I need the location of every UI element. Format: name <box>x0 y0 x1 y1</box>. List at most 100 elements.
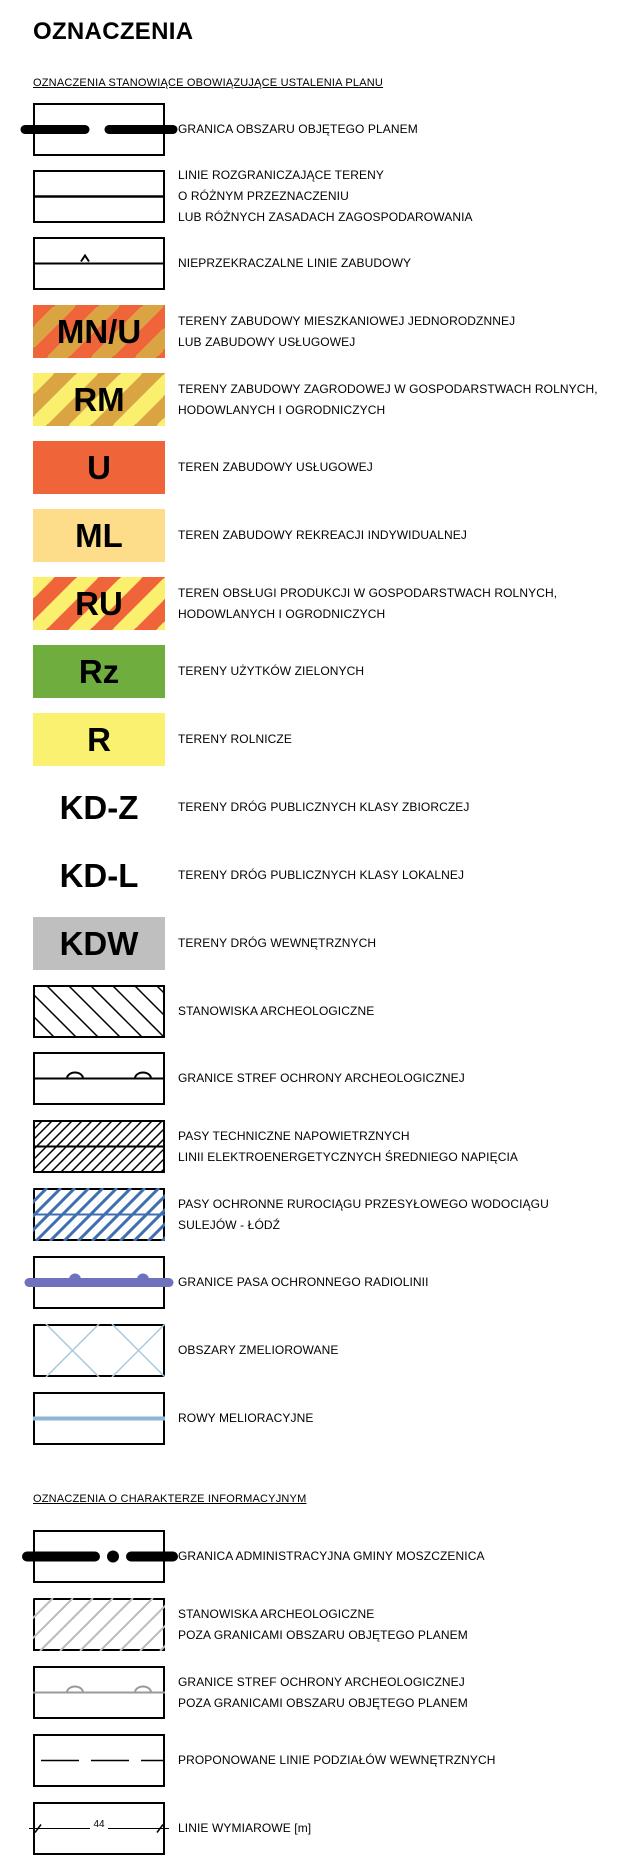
description-line: TEREN ZABUDOWY REKREACJI INDYWIDUALNEJ <box>178 528 467 542</box>
land-use-code: RM <box>73 380 125 418</box>
internal-division-dashed-line-icon <box>33 1759 165 1762</box>
land-use-swatch: RM <box>33 373 165 426</box>
reclaimed-area-crosshatch-icon <box>33 1324 165 1377</box>
legend-description: TEREN ZABUDOWY REKREACJI INDYWIDUALNEJ <box>178 525 467 546</box>
land-use-code: KDW <box>59 924 139 962</box>
description-line: GRANICE STREF OCHRONY ARCHEOLOGICZNEJ <box>178 1675 465 1689</box>
description-line: TERENY DRÓG WEWNĘTRZNYCH <box>178 936 377 950</box>
land-use-swatch: RU <box>33 577 165 630</box>
land-use-swatch: Rz <box>33 645 165 698</box>
boundary-line-icon <box>20 125 178 134</box>
legend-description: TERENY DRÓG PUBLICZNYCH KLASY ZBIORCZEJ <box>178 797 470 818</box>
description-line: PROPONOWANE LINIE PODZIAŁÓW WEWNĘTRZNYCH <box>178 1753 496 1767</box>
section-heading-binding: OZNACZENIA STANOWIĄCE OBOWIĄZUJĄCE USTAL… <box>33 77 384 89</box>
line-symbol-swatch <box>33 237 165 290</box>
description-line: GRANICE STREF OCHRONY ARCHEOLOGICZNEJ <box>178 1071 465 1085</box>
land-use-swatch: U <box>33 441 165 494</box>
legend-description: TERENY UŻYTKÓW ZIELONYCH <box>178 661 364 682</box>
legend-description: GRANICE STREF OCHRONY ARCHEOLOGICZNEJ POZ… <box>178 1672 468 1714</box>
legend-description: TERENY ZABUDOWY ZAGRODOWEJ W GOSPODARSTW… <box>178 379 598 421</box>
description-line: O RÓŻNYM PRZEZNACZENIU <box>178 189 349 203</box>
legend-description: GRANICE STREF OCHRONY ARCHEOLOGICZNEJ <box>178 1068 465 1089</box>
legend-description: LINIE ROZGRANICZAJĄCE TERENY O RÓŻNYM PRZ… <box>178 165 473 228</box>
description-line: STANOWISKA ARCHEOLOGICZNE <box>178 1607 375 1621</box>
description-line: PASY TECHNICZNE NAPOWIETRZNYCH <box>178 1129 410 1143</box>
land-use-code: Rz <box>78 652 120 690</box>
legend-description: GRANICA OBSZARU OBJĘTEGO PLANEM <box>178 119 418 140</box>
land-use-code: R <box>87 720 111 758</box>
section-heading-informational: OZNACZENIA O CHARAKTERZE INFORMACYJNYM <box>33 1493 307 1505</box>
description-line: TERENY DRÓG PUBLICZNYCH KLASY LOKALNEJ <box>178 868 465 882</box>
description-line: GRANICA ADMINISTRACYJNA GMINY MOSZCZENIC… <box>178 1549 485 1563</box>
dimension-value: 44 <box>35 1819 163 1830</box>
line-symbol-swatch <box>33 1120 165 1173</box>
legend-description: PASY TECHNICZNE NAPOWIETRZNYCH LINII ELEK… <box>178 1126 518 1168</box>
description-line: POZA GRANICAMI OBSZARU OBJĘTEGO PLANEM <box>178 1628 468 1642</box>
line-symbol-swatch <box>33 170 165 223</box>
swatch-fill <box>33 305 165 358</box>
line-symbol-swatch <box>33 1734 165 1787</box>
line-symbol-swatch <box>22 1530 178 1583</box>
description-line: TEREN OBSŁUGI PRODUKCJI W GOSPODARSTWACH… <box>178 586 558 600</box>
legend-description: PROPONOWANE LINIE PODZIAŁÓW WEWNĘTRZNYCH <box>178 1750 496 1771</box>
legend-description: OBSZARY ZMELIOROWANE <box>178 1340 338 1361</box>
pipeline-strip-hatch-icon <box>33 1188 165 1241</box>
line-symbol-swatch <box>33 1324 165 1377</box>
radio-link-boundary-icon <box>24 1273 174 1287</box>
line-symbol-swatch: 44 <box>29 1802 169 1855</box>
description-line: ROWY MELIORACYJNE <box>178 1411 314 1425</box>
legend-description: GRANICA ADMINISTRACYJNA GMINY MOSZCZENIC… <box>178 1546 485 1567</box>
legend-description: PASY OCHRONNE RUROCIĄGU PRZESYŁOWEGO WOD… <box>178 1194 549 1236</box>
line-symbol-swatch <box>33 1392 165 1445</box>
description-line: LINIE WYMIAROWE [m] <box>178 1821 312 1835</box>
swatch-fill <box>33 441 165 494</box>
description-line: POZA GRANICAMI OBSZARU OBJĘTEGO PLANEM <box>178 1696 468 1710</box>
legend-description: STANOWISKA ARCHEOLOGICZNE POZA GRANICAMI … <box>178 1604 468 1646</box>
land-use-code: U <box>87 448 111 486</box>
land-use-swatch: KD-L <box>33 849 165 902</box>
swatch-fill <box>33 645 165 698</box>
land-use-swatch: KD-Z <box>33 781 165 834</box>
line-symbol-swatch <box>24 1256 174 1309</box>
description-line: LINIE ROZGRANICZAJĄCE TERENY <box>178 168 384 182</box>
land-use-swatch: R <box>33 713 165 766</box>
line-symbol-swatch <box>33 1598 165 1651</box>
swatch-fill <box>33 373 165 426</box>
description-line: GRANICE PASA OCHRONNEGO RADIOLINII <box>178 1275 429 1289</box>
swatch-fill <box>33 577 165 630</box>
legend-title: OZNACZENIA <box>33 18 194 45</box>
power-line-strip-hatch-icon <box>33 1120 165 1173</box>
land-use-code: MN/U <box>56 312 142 350</box>
description-line: LINII ELEKTROENERGETYCZNYCH ŚREDNIEGO NA… <box>178 1150 518 1164</box>
archaeological-zone-outside-icon <box>33 1685 165 1694</box>
drainage-ditch-line-icon <box>33 1416 165 1421</box>
legend-description: LINIE WYMIAROWE [m] <box>178 1818 311 1839</box>
legend-description: TERENY DRÓG WEWNĘTRZNYCH <box>178 933 376 954</box>
legend-description: TEREN OBSŁUGI PRODUKCJI W GOSPODARSTWACH… <box>178 583 557 625</box>
description-line: HODOWLANYCH I OGRODNICZYCH <box>178 607 386 621</box>
description-line: TERENY DRÓG PUBLICZNYCH KLASY ZBIORCZEJ <box>178 800 470 814</box>
swatch-fill <box>33 713 165 766</box>
description-line: LUB RÓŻNYCH ZASADACH ZAGOSPODAROWANIA <box>178 210 473 224</box>
description-line: GRANICA OBSZARU OBJĘTEGO PLANEM <box>178 122 418 136</box>
swatch-fill <box>33 781 165 834</box>
description-line: TERENY UŻYTKÓW ZIELONYCH <box>178 664 365 678</box>
description-line: SULEJÓW - ŁÓDŹ <box>178 1218 281 1232</box>
archaeological-site-hatch-icon <box>33 985 165 1038</box>
description-line: LUB ZABUDOWY USŁUGOWEJ <box>178 335 356 349</box>
line-symbol-swatch <box>33 1188 165 1241</box>
legend-description: STANOWISKA ARCHEOLOGICZNE <box>178 1001 374 1022</box>
land-use-code: KD-Z <box>59 788 139 826</box>
land-use-swatch: ML <box>33 509 165 562</box>
description-line: TERENY ZABUDOWY MIESZKANIOWEJ JEDNORODZN… <box>178 314 516 328</box>
legend-description: TERENY ZABUDOWY MIESZKANIOWEJ JEDNORODZN… <box>178 311 515 353</box>
land-use-code: RU <box>75 584 123 622</box>
swatch-fill <box>33 509 165 562</box>
legend-description: TERENY DRÓG PUBLICZNYCH KLASY LOKALNEJ <box>178 865 464 886</box>
legend-description: TEREN ZABUDOWY USŁUGOWEJ <box>178 457 373 478</box>
description-line: NIEPRZEKRACZALNE LINIE ZABUDOWY <box>178 256 412 270</box>
municipal-boundary-icon <box>22 1550 178 1563</box>
land-use-swatch: KDW <box>33 917 165 970</box>
land-use-code: ML <box>75 516 123 554</box>
archaeological-zone-line-icon <box>33 1071 165 1080</box>
